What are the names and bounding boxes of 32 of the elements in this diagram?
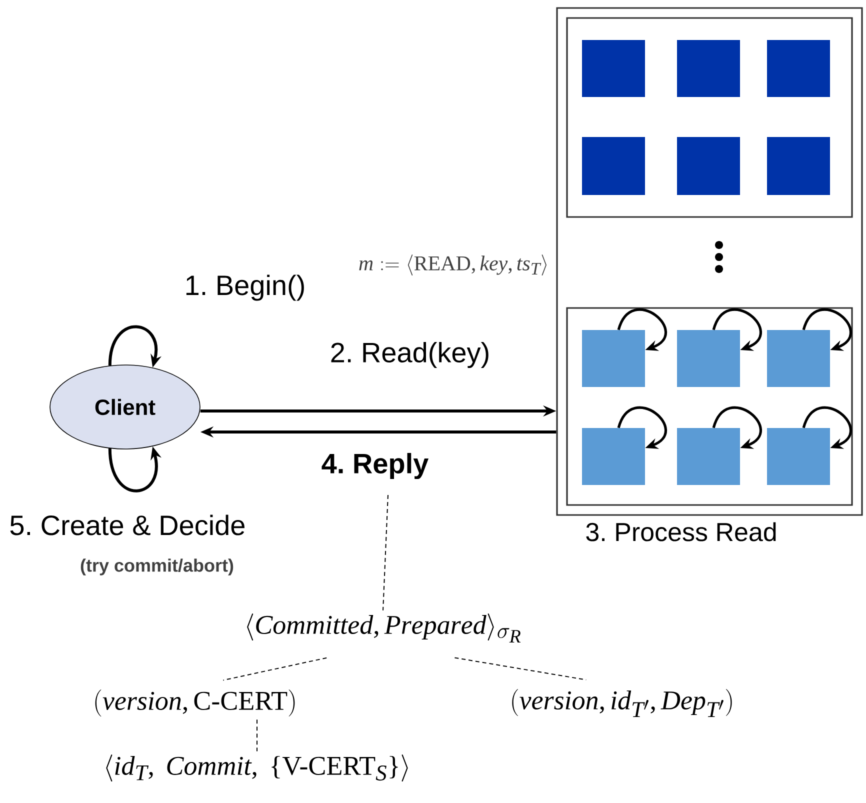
edge-label: 5. Create & Decide (10, 514, 244, 536)
replica-square (677, 428, 740, 485)
replica-square (677, 137, 740, 195)
formula: $(\mathit{version}, \mathit{id}_{T'}, \mathit{Dep}_{T'})$ (512, 689, 732, 717)
loop-arrow (802, 308, 852, 351)
formula: $(\mathit{version}, \textrm{C-CERT})$ (95, 690, 295, 716)
note-text: (try commit/abort) (80, 558, 234, 576)
loop-arrow (617, 308, 667, 351)
dashed-line (256, 719, 258, 752)
replica-square (582, 330, 645, 387)
edge-label: 1. Begin() (186, 274, 304, 301)
replica-square (767, 428, 830, 485)
loop-arrow (712, 308, 762, 351)
formula: $\langle \mathit{id}_T,\ \mathit{Commit},\ \{\textrm{V-CERT}_S\}\rangle$ (106, 754, 408, 782)
node-caption: 3. Process Read (586, 522, 776, 542)
loop-arrow (617, 406, 667, 449)
dashed-line (222, 657, 328, 681)
edge-label: 4. Reply (322, 452, 429, 480)
replica-square (677, 330, 740, 387)
formula: $\langle \mathit{Committed}, \mathit{Prepared}\rangle_{\sigma_R}$ (247, 614, 521, 642)
replica-square (767, 137, 830, 195)
replica-square (582, 40, 645, 97)
dashed-line (382, 494, 388, 611)
replica-square (582, 137, 645, 195)
message-formula: $\mathit{m} := \langle \mathrm{READ}, \mathit{key}, \mathit{ts}_T\rangle$ (359, 254, 546, 276)
replica-square (582, 428, 645, 485)
edge-label: 2. Read(key) (331, 342, 488, 368)
loop-arrow (712, 406, 762, 449)
replica-square (767, 40, 830, 97)
replica-square (677, 40, 740, 97)
replica-square (767, 330, 830, 387)
loop-arrow (802, 406, 852, 449)
